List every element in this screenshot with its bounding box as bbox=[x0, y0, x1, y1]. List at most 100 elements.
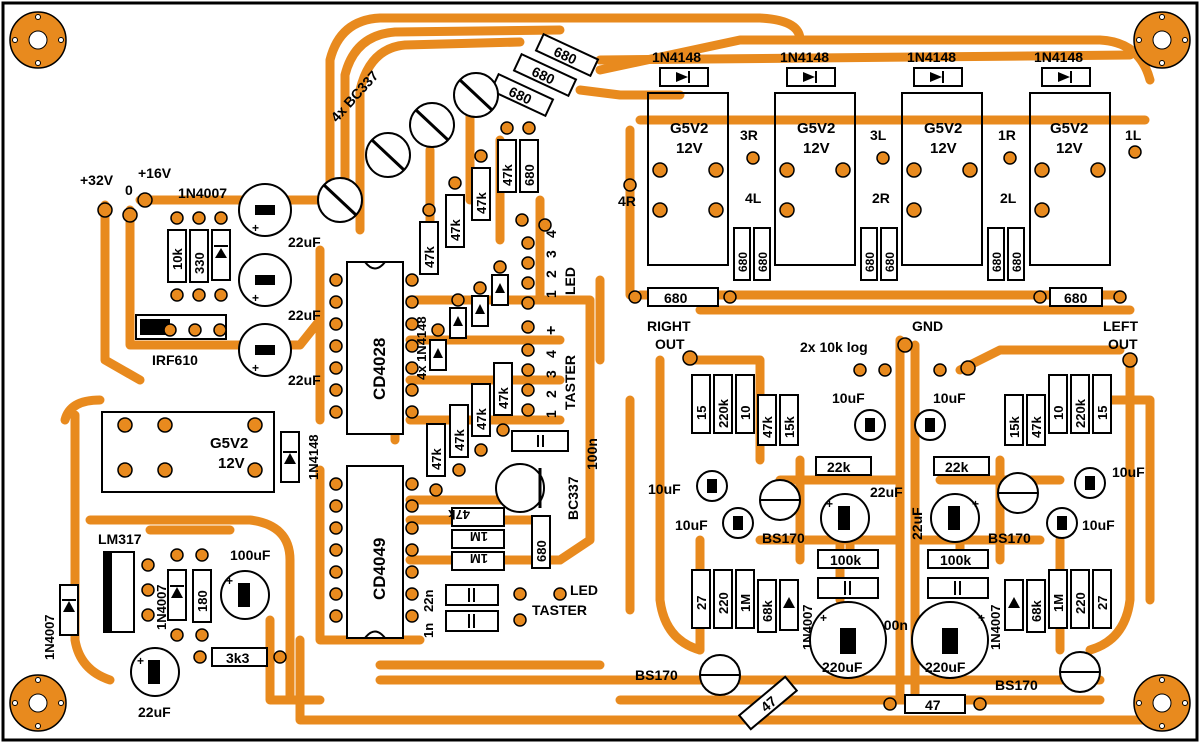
r47k-h: 47k bbox=[496, 387, 511, 409]
resistor-22k-right: 22k bbox=[815, 456, 872, 476]
svg-text:+: + bbox=[252, 291, 259, 305]
resistor-47-left-label: 47 bbox=[925, 697, 941, 713]
taster-pin-4: 4 bbox=[543, 350, 559, 358]
mosfet-bs170-right-label: BS170 bbox=[762, 530, 805, 546]
taster-pin-1: 1 bbox=[543, 410, 559, 418]
diode-1n4007-top-label: 1N4007 bbox=[178, 185, 227, 201]
channel-2r: 2R bbox=[872, 190, 890, 206]
regulator-lm317-label: LM317 bbox=[98, 531, 142, 547]
taster-header-label: TASTER bbox=[562, 355, 578, 410]
resistor-stack-cd4049: 47k 1M 1M 680 bbox=[448, 507, 551, 571]
channel-2l: 2L bbox=[1000, 190, 1017, 206]
supply-16v-label: +16V bbox=[138, 165, 172, 181]
capacitor-1n-label: 1n bbox=[421, 623, 436, 638]
mounting-hole-top-right bbox=[1133, 11, 1191, 69]
channel-4l: 4L bbox=[745, 190, 762, 206]
diode-1n4148-small bbox=[280, 431, 300, 483]
channel-3r: 3R bbox=[740, 127, 758, 143]
right-out-label-line2: OUT bbox=[655, 336, 685, 352]
r47k-e: 47k bbox=[429, 448, 444, 470]
relay-k3: 1N4148 G5V2 12V bbox=[901, 49, 983, 266]
resistor-47k-group-bottom: 47k 47k 47k 47k bbox=[426, 362, 513, 477]
mosfet-bs170-left bbox=[997, 472, 1039, 514]
led-pin-3: 3 bbox=[543, 250, 559, 258]
led-pin-4: 4 bbox=[543, 230, 559, 238]
resistor-680-left-body bbox=[1049, 287, 1103, 307]
relay-voltage: 12V bbox=[930, 140, 957, 157]
capacitor-100uf: + bbox=[220, 570, 270, 620]
capacitor-220uf-right: + bbox=[809, 601, 887, 679]
ls-15: 15 bbox=[1095, 406, 1110, 420]
potentiometer-label: 2x 10k log bbox=[800, 339, 868, 355]
capacitor-10uf-right-2 bbox=[696, 470, 728, 502]
led-pin-1: 1 bbox=[543, 290, 559, 298]
resistor-47-left: 47 bbox=[904, 694, 966, 714]
capacitor-220uf-right-label: 220uF bbox=[822, 659, 863, 675]
capacitor-10uf-right-3-label: 10uF bbox=[675, 517, 708, 533]
mosfet-bs170-right bbox=[759, 479, 801, 521]
capacitor-22uf-3: + bbox=[238, 323, 292, 377]
relay-name: G5V2 bbox=[924, 120, 962, 137]
relay-small-voltage: 12V bbox=[218, 455, 245, 472]
relay-680: 680 bbox=[756, 252, 770, 272]
relay-diode-label: 1N4148 bbox=[652, 49, 701, 65]
svg-text:+: + bbox=[252, 221, 259, 235]
transistor-bc337-2 bbox=[365, 132, 411, 178]
relay-name: G5V2 bbox=[1050, 120, 1088, 137]
capacitor-22uf-3-label: 22uF bbox=[288, 372, 321, 388]
transistor-bc337-1 bbox=[317, 177, 363, 223]
svg-text:+: + bbox=[137, 654, 144, 668]
svg-text:+: + bbox=[972, 497, 979, 511]
resistor-stack-right-top: 15 220k 10 47k 15k bbox=[691, 374, 799, 446]
relay-k2: 1N4148 G5V2 12V bbox=[774, 49, 856, 266]
diode-array bbox=[429, 274, 509, 371]
ic-cd4049-pins bbox=[329, 477, 419, 623]
resistor-680-left-label: 680 bbox=[1064, 290, 1088, 306]
resistor-180: 180 bbox=[192, 569, 212, 623]
plus-label: + bbox=[543, 326, 560, 335]
diode-1n4148-small-label: 1N4148 bbox=[306, 434, 321, 480]
capacitor-10uf-left-3 bbox=[1046, 507, 1078, 539]
mosfet-bs170-bottom-right-label: BS170 bbox=[635, 667, 678, 683]
relay-resistor-pairs: 680 680 680 680 680 680 bbox=[733, 227, 1025, 281]
led-pin-2: 2 bbox=[543, 270, 559, 278]
relay-diode-label: 1N4148 bbox=[1034, 49, 1083, 65]
r47k-d: 47k bbox=[500, 164, 515, 186]
r47k-a: 47k bbox=[422, 246, 437, 268]
channel-4r: 4R bbox=[618, 193, 636, 209]
relay-680: 680 bbox=[883, 252, 897, 272]
ls-10: 10 bbox=[1051, 406, 1066, 420]
capacitor-22uf-bottom-label: 22uF bbox=[138, 704, 171, 720]
resistor-330: 330 bbox=[189, 229, 209, 283]
capacitor-10uf-right-1-label: 10uF bbox=[832, 390, 865, 406]
resistor-stack-left-bottom: 1N4007 68k 1M 220 27 bbox=[988, 569, 1112, 650]
relay-680: 680 bbox=[1010, 252, 1024, 272]
relay-k1: 1N4148 G5V2 12V bbox=[647, 49, 729, 266]
rsb-1m: 1M bbox=[738, 594, 753, 612]
mounting-hole-bottom-right bbox=[1133, 674, 1191, 732]
lsb-220: 220 bbox=[1073, 592, 1088, 614]
ic-cd4028-label: CD4028 bbox=[370, 338, 389, 400]
taster-pin-2: 2 bbox=[543, 390, 559, 398]
capacitor-22uf-right: + bbox=[820, 493, 870, 543]
taster-header: 4 3 2 1 TASTER bbox=[521, 343, 578, 418]
resistor-47-right: 47 bbox=[737, 675, 799, 731]
capacitor-22uf-2-label: 22uF bbox=[288, 307, 321, 323]
resistor-3k3-label: 3k3 bbox=[226, 650, 250, 666]
r680-v: 680 bbox=[522, 164, 537, 186]
capacitor-10uf-right-2-label: 10uF bbox=[648, 481, 681, 497]
capacitor-1n: 1n bbox=[421, 610, 499, 638]
mosfet-bs170-bottom-right bbox=[699, 654, 741, 696]
resistor-100k-right: 100k bbox=[817, 549, 879, 569]
capacitor-220uf-left: + bbox=[911, 601, 989, 679]
rs-15k: 15k bbox=[782, 416, 797, 438]
resistor-100k-left-label: 100k bbox=[940, 552, 971, 568]
transistor-bc337-label: BC337 bbox=[565, 476, 581, 520]
capacitor-10uf-left-1-label: 10uF bbox=[933, 390, 966, 406]
resistor-100k-right-label: 100k bbox=[830, 552, 861, 568]
diode-1n4007-left-label: 1N4007 bbox=[42, 614, 57, 660]
r47k-c: 47k bbox=[474, 192, 489, 214]
capacitor-100n-label: 100n bbox=[584, 438, 600, 470]
mosfet-bs170-bottom-left-label: BS170 bbox=[995, 677, 1038, 693]
rs-47k: 47k bbox=[760, 416, 775, 438]
